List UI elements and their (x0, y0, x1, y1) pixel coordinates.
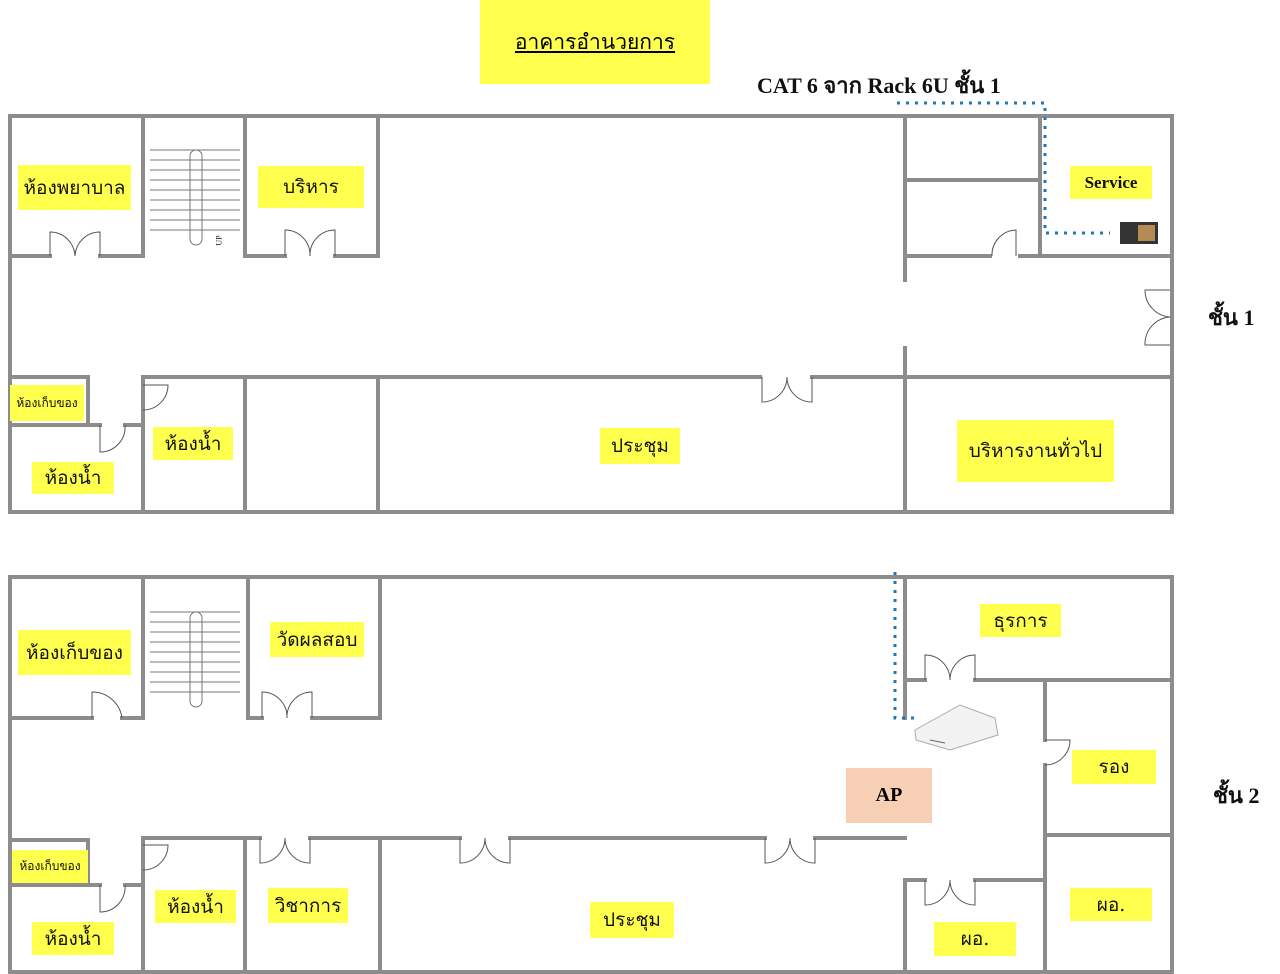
room-storage-f1: ห้องเก็บของ (10, 385, 84, 421)
room-storage-f2: ห้องเก็บของ (12, 850, 88, 883)
room-meeting-f2: ประชุม (590, 902, 674, 938)
room-toilet-f2a: ห้องน้ำ (155, 890, 236, 923)
room-academic: วิชาการ (268, 888, 348, 923)
stair-up-mark: UP (214, 235, 224, 246)
room-general-admin: บริหารงานทั่วไป (957, 420, 1114, 482)
floor1-label: ชั้น 1 (1208, 305, 1255, 330)
stairs-floor2 (150, 611, 240, 708)
room-director-1: ผอ. (934, 922, 1016, 956)
room-business: ธุรการ (980, 604, 1061, 637)
rack-cabinet-icon (1120, 222, 1158, 244)
building-title: อาคารอำนวยการ (480, 0, 710, 84)
cat6-cable-route (893, 101, 1110, 720)
stairs-floor1 (150, 149, 240, 246)
room-toilet-f1a: ห้องน้ำ (153, 427, 233, 460)
floor2-label: ชั้น 2 (1213, 783, 1260, 808)
room-meeting-f1: ประชุม (600, 428, 680, 464)
doors (49, 229, 1171, 913)
room-evaluation: วัดผลสอบ (270, 622, 364, 657)
ap-label: AP (846, 768, 932, 823)
room-toilet-f1b: ห้องน้ำ (32, 462, 114, 494)
room-nurse: ห้องพยาบาล (18, 165, 131, 210)
floor1-outline (8, 114, 1174, 514)
room-director-2: ผอ. (1070, 888, 1152, 921)
cable-note: CAT 6 จาก Rack 6U ชั้น 1 (757, 73, 1001, 98)
floor2-outline (8, 575, 1174, 974)
room-toilet-f2b: ห้องน้ำ (32, 922, 114, 955)
room-admin: บริหาร (258, 166, 364, 208)
room-storage-f2-top: ห้องเก็บของ (18, 630, 131, 675)
wireless-access-point-icon (914, 704, 999, 751)
room-deputy: รอง (1072, 750, 1156, 784)
room-service: Service (1070, 166, 1152, 199)
